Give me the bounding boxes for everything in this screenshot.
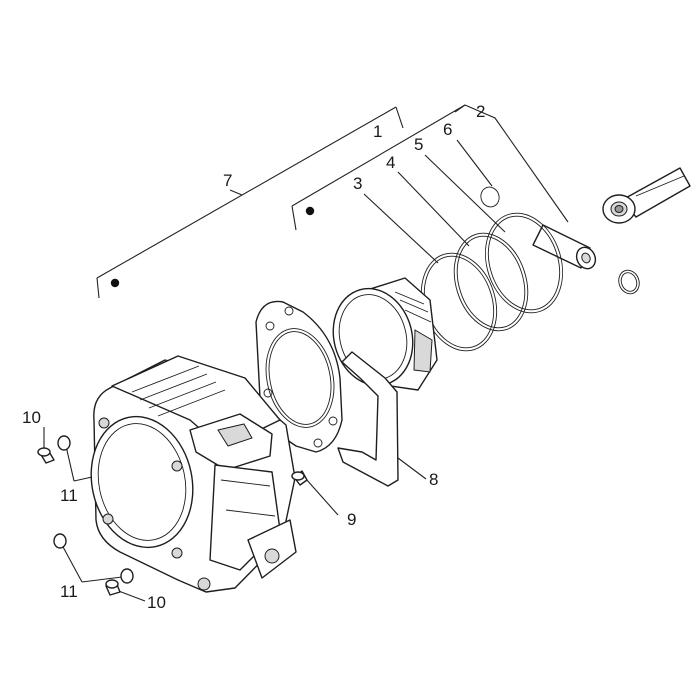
callout-10-lower: 10 bbox=[147, 593, 166, 612]
connecting-rod bbox=[602, 167, 691, 224]
callout-11-lower: 11 bbox=[60, 582, 78, 601]
cylinder bbox=[90, 355, 297, 593]
assembly-dot-7 bbox=[110, 278, 120, 288]
callout-labels: 1 2 3 4 5 6 7 8 9 10 10 11 11 bbox=[22, 102, 485, 612]
callout-3: 3 bbox=[353, 174, 362, 193]
callout-1: 1 bbox=[373, 122, 382, 141]
callout-4: 4 bbox=[386, 153, 395, 172]
callout-5: 5 bbox=[414, 135, 423, 154]
base-gasket bbox=[337, 351, 399, 487]
bracket-2 bbox=[454, 104, 569, 223]
assembly-dot-1 bbox=[305, 206, 315, 216]
callout-8: 8 bbox=[429, 470, 438, 489]
callout-9: 9 bbox=[347, 510, 356, 529]
dowel-pins bbox=[37, 435, 308, 596]
callout-10-upper: 10 bbox=[22, 408, 41, 427]
piston-pin bbox=[532, 224, 597, 270]
callout-7: 7 bbox=[223, 171, 232, 190]
circlip-lower bbox=[618, 269, 640, 295]
callout-11-upper: 11 bbox=[60, 486, 78, 505]
bracket-7 bbox=[96, 106, 404, 299]
callout-6: 6 bbox=[443, 120, 452, 139]
circlip-upper bbox=[480, 186, 500, 208]
bracket-1 bbox=[291, 104, 466, 231]
callout-2: 2 bbox=[476, 102, 485, 121]
